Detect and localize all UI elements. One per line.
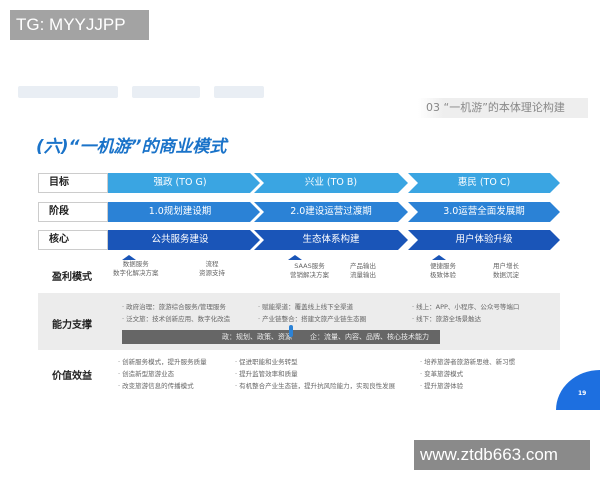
up-arrow-icon: [122, 255, 136, 260]
value-item: · 培养旅游者旅游新思维、新习惯: [420, 358, 516, 366]
value-item: · 有机整合产业生态链，提升抗风险能力，实现良性发展: [235, 382, 396, 390]
capability-item: · 泛文旅：技术创新应用、数字化改造: [122, 315, 231, 323]
row-segment: 生态体系构建: [254, 230, 408, 250]
row-segment: 惠民 (TO C): [408, 173, 560, 193]
capability-item: · 赋能渠道：覆盖线上线下全渠道: [258, 303, 354, 311]
bar-left: 政：规划、政策、资源: [222, 333, 292, 341]
section-header: 03 “一机游”的本体理论构建: [418, 98, 588, 118]
row-segment: 公共服务建设: [100, 230, 260, 250]
page-number: 19: [578, 390, 587, 397]
row-segment: 兴业 (TO B): [254, 173, 408, 193]
profit-item: 数据服务 数字化解决方案: [113, 260, 159, 277]
value-item: · 促进职能和业务转型: [235, 358, 298, 366]
value-item: · 提升监管效率和质量: [235, 370, 298, 378]
value-item: · 提升旅游体验: [420, 382, 464, 390]
capability-item: · 政府治理：旅游综合服务/管理服务: [122, 303, 226, 311]
bar-right: 企：流量、内容、品牌、核心技术能力: [310, 333, 429, 341]
row-0: 目标强政 (TO G)兴业 (TO B)惠民 (TO C): [38, 173, 560, 193]
row-segment: 3.0运营全面发展期: [408, 202, 560, 222]
up-arrow-icon: [288, 255, 302, 260]
connector-icon: [289, 325, 293, 337]
up-arrow-icon: [432, 255, 446, 260]
row-label: 目标: [38, 173, 108, 193]
profit-item: 用户增长 数据沉淀: [493, 262, 519, 279]
profit-item: 流程 资源支持: [199, 260, 225, 277]
page-title: (六)“一机游”的商业模式: [36, 137, 227, 157]
row-segment: 2.0建设运营过渡期: [254, 202, 408, 222]
row-2: 核心公共服务建设生态体系构建用户体验升级: [38, 230, 560, 250]
row-segment: 1.0规划建设期: [100, 202, 260, 222]
profit-item: 产品输出 流量输出: [350, 262, 376, 279]
capability-item: · 产业链整合：搭建文旅产业链生态圈: [258, 315, 367, 323]
row-label: 阶段: [38, 202, 108, 222]
row-label: 核心: [38, 230, 108, 250]
logo-1: [18, 86, 118, 98]
watermark-top: TG: MYYJJPP: [10, 10, 149, 40]
value-item: · 创新服务模式，提升服务质量: [118, 358, 207, 366]
logo-3: [214, 86, 264, 98]
partner-logos: [18, 86, 264, 98]
profit-item: SAAS服务 营销解决方案: [290, 262, 329, 279]
value-label: 价值效益: [52, 371, 92, 382]
profit-label: 盈利模式: [52, 272, 92, 283]
capability-item: · 线上：APP、小程序、公众号等端口: [412, 303, 520, 311]
logo-2: [132, 86, 200, 98]
capability-item: · 线下：旅游全场景触达: [412, 315, 482, 323]
profit-item: 便捷服务 极致体验: [430, 262, 456, 279]
value-item: · 改变旅游信息的传播模式: [118, 382, 194, 390]
value-item: · 变革旅游模式: [420, 370, 464, 378]
row-segment: 用户体验升级: [408, 230, 560, 250]
row-segment: 强政 (TO G): [100, 173, 260, 193]
watermark-bottom: www.ztdb663.com: [414, 440, 590, 470]
value-item: · 创造新型旅游业态: [118, 370, 175, 378]
capability-label: 能力支撑: [52, 320, 92, 331]
capability-bar: 政：规划、政策、资源 企：流量、内容、品牌、核心技术能力: [122, 330, 440, 344]
